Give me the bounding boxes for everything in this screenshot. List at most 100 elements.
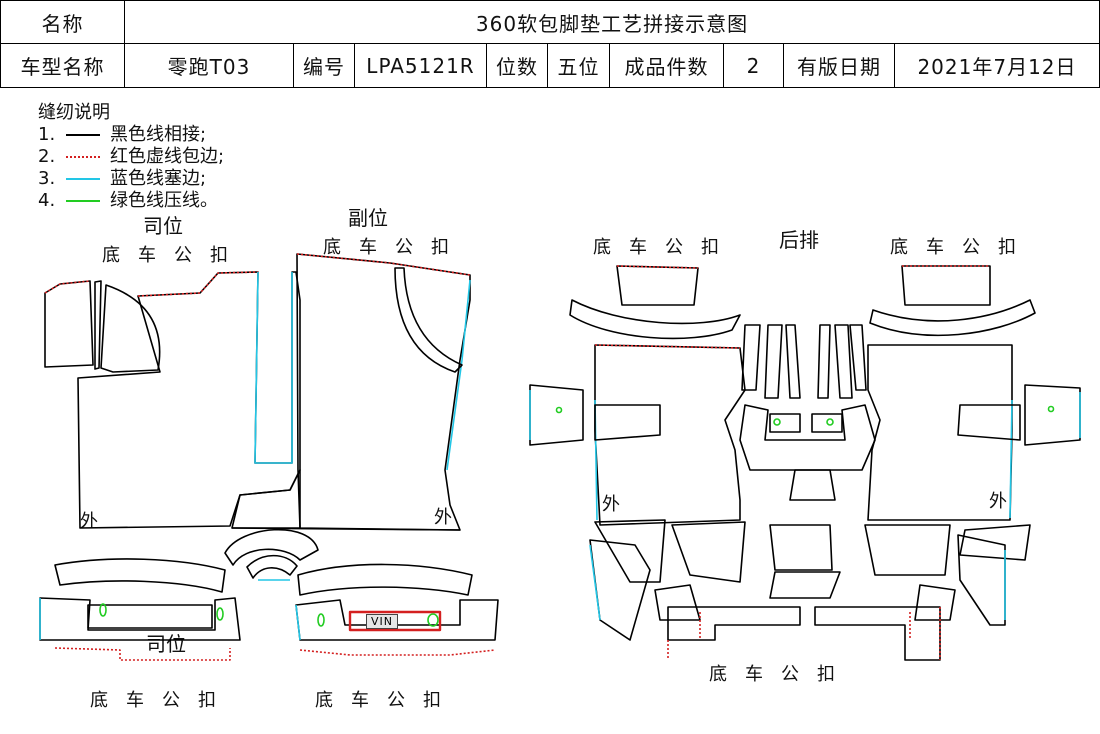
driver-mat-curve-panel <box>100 284 161 373</box>
outer-label: 外 <box>434 507 452 528</box>
model-label: 车型名称 <box>0 43 125 88</box>
legend-num: 1. <box>38 124 56 145</box>
passenger-mat-group <box>231 253 471 531</box>
rear-strip <box>764 324 783 399</box>
driver-bottom-top-strip <box>54 558 226 593</box>
legend-text: 绿色线压线。 <box>110 190 218 211</box>
section-driver-title: 司位 <box>143 214 183 238</box>
center-connector-group <box>224 528 319 581</box>
passenger-press-mark <box>317 613 325 627</box>
model-value: 零跑T03 <box>124 43 294 88</box>
seats-label: 位数 <box>486 43 548 88</box>
clip-label: 底车公扣 <box>890 237 1034 258</box>
legend-text: 黑色线相接; <box>110 124 207 145</box>
passenger-press-mark <box>427 613 439 627</box>
rear-strip <box>849 324 867 391</box>
driver-bottom-group <box>39 558 241 661</box>
date-value: 2021年7月12日 <box>894 43 1100 88</box>
rear-press-mark <box>1047 405 1055 413</box>
section-passenger-title: 副位 <box>348 206 388 230</box>
legend-text: 蓝色线塞边; <box>110 168 207 189</box>
rear-lower-center-tri <box>769 571 841 599</box>
outer-label: 外 <box>602 494 620 515</box>
driver-mat-main <box>77 271 301 529</box>
driver-mat-group <box>44 271 301 529</box>
rear-strip <box>834 324 853 399</box>
rear-bottom-bar-right <box>814 606 941 661</box>
legend-item-black: 1. 黑色线相接; <box>38 124 224 146</box>
clip-label: 底车公扣 <box>102 245 246 266</box>
section-driver-bottom-title: 司位 <box>146 632 186 656</box>
rear-mat-group <box>529 265 1081 661</box>
rear-wedge-right <box>957 404 1021 441</box>
pieces-label: 成品件数 <box>609 43 724 88</box>
clip-label: 底车公扣 <box>315 690 459 711</box>
passenger-mat-floor-link <box>231 527 461 531</box>
clip-label: 底车公扣 <box>593 237 737 258</box>
passenger-bottom-main <box>295 599 499 641</box>
legend-item-blue: 3. 蓝色线塞边; <box>38 168 224 190</box>
driver-mat-hem <box>137 271 259 297</box>
rear-lower-right-b <box>959 524 1031 561</box>
vin-window-frame <box>348 610 442 632</box>
rear-strip <box>741 324 761 391</box>
rear-center-neck <box>789 469 836 501</box>
passenger-mat-curve-strip <box>394 267 463 373</box>
legend-num: 2. <box>38 146 56 167</box>
legend-text: 红色虚线包边; <box>110 146 225 167</box>
rear-top-plate-left <box>616 265 699 306</box>
pieces-value: 2 <box>723 43 784 88</box>
rear-small-bracket-left <box>654 584 701 621</box>
driver-mat-left-hem <box>44 280 91 294</box>
driver-bottom-hem <box>54 647 231 661</box>
rear-band-right <box>869 299 1036 337</box>
passenger-bottom-hem <box>299 649 496 656</box>
blue-line-swatch <box>66 178 100 180</box>
passenger-bottom-tuck <box>295 604 301 641</box>
rear-panel-left-hem <box>594 344 741 349</box>
rear-outer-left-tuck <box>589 544 601 621</box>
rear-outer-right <box>957 534 1006 626</box>
rear-band-left <box>569 299 741 340</box>
rear-strip <box>785 324 801 399</box>
legend-num: 4. <box>38 190 56 211</box>
black-line-swatch <box>66 134 100 136</box>
rear-lower-center <box>769 524 833 571</box>
section-rear-title: 后排 <box>779 228 819 252</box>
driver-bottom-main <box>39 597 241 641</box>
legend-num: 3. <box>38 168 56 189</box>
sewing-legend: 缝纫说明 1. 黑色线相接; 2. 红色虚线包边; 3. 蓝色线塞边; 4. 绿… <box>38 102 224 212</box>
rear-press-mark <box>826 418 834 426</box>
rear-panel-left <box>594 344 746 526</box>
tunnel-arch-outer <box>224 528 319 566</box>
legend-item-green: 4. 绿色线压线。 <box>38 190 224 212</box>
rear-lower-left-b <box>671 521 746 583</box>
passenger-mat-center <box>231 469 301 529</box>
rear-panel-right-tuck <box>1009 399 1013 519</box>
rear-bottom-bar-left <box>667 606 801 641</box>
date-label: 有版日期 <box>783 43 895 88</box>
driver-press-mark <box>99 603 107 617</box>
driver-mat-left-panel <box>44 280 94 368</box>
driver-mat-strip <box>94 280 102 370</box>
rear-top-plate-left-hem <box>616 265 699 269</box>
legend-item-red: 2. 红色虚线包边; <box>38 146 224 168</box>
rear-strip <box>817 324 831 399</box>
rear-center-pad <box>811 413 843 433</box>
passenger-mat-main <box>296 253 471 531</box>
clip-label: 底车公扣 <box>90 690 234 711</box>
rear-press-mark <box>555 406 563 414</box>
clip-label: 底车公扣 <box>323 237 467 258</box>
passenger-bottom-group <box>295 563 499 656</box>
rear-center-pad <box>769 413 801 433</box>
rear-bottom-bar-left-hem <box>667 612 701 658</box>
driver-bottom-inner <box>87 604 213 629</box>
tunnel-arch-inner <box>246 554 298 579</box>
rear-lower-right <box>864 524 951 576</box>
spec-table: 名称 360软包脚垫工艺拼接示意图 车型名称 零跑T03 编号 LPA5121R… <box>0 0 1100 88</box>
vin-label: VIN <box>366 614 398 629</box>
rear-side-pad-right <box>1024 384 1081 446</box>
rear-center-tunnel <box>739 404 876 471</box>
outer-label: 外 <box>989 491 1007 512</box>
